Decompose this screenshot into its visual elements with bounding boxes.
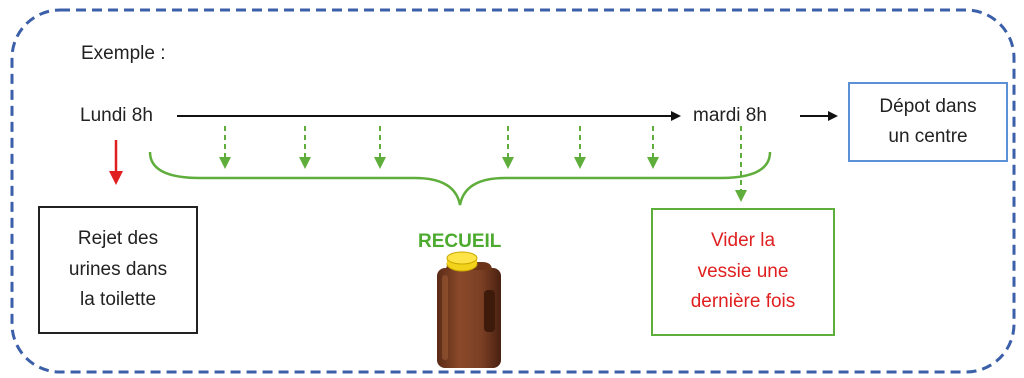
dashed-frame [10, 8, 1016, 374]
deposit-box: Dépot dans un centre [848, 82, 1008, 162]
reject-box-text: Rejet des urines dans la toilette [68, 228, 168, 311]
collection-container-image [437, 251, 501, 368]
collection-label: RECUEIL [418, 231, 502, 252]
collection-arrows [219, 126, 747, 202]
timeline-start-label: Lundi 8h [80, 105, 153, 126]
empty-bladder-box: Vider la vessie une dernière fois [651, 208, 835, 336]
timeline-end-label: mardi 8h [693, 105, 767, 126]
collection-brace [148, 151, 772, 206]
reject-box: Rejet des urines dans la toilette [38, 206, 198, 334]
example-label: Exemple : [81, 43, 166, 64]
deposit-box-text: Dépot dans un centre [879, 95, 977, 147]
empty-bladder-box-text: Vider la vessie une dernière fois [690, 230, 796, 313]
